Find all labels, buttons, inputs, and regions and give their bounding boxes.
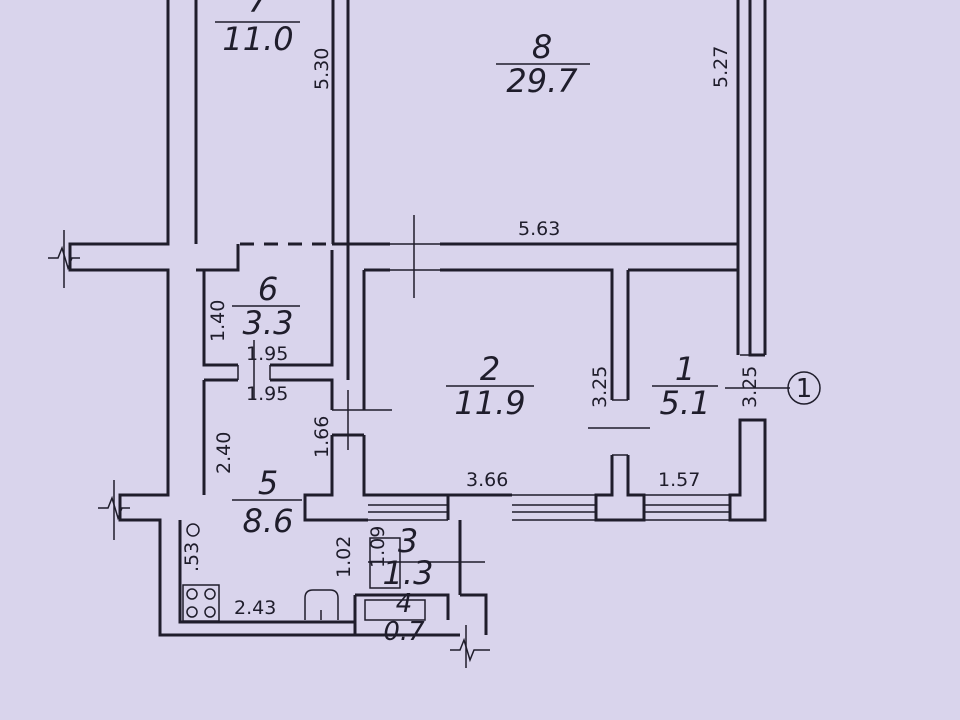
dim-room6-width: 1.95 (246, 343, 288, 365)
toilet-icon (364, 599, 426, 621)
axis-marker-circle (787, 371, 821, 405)
room-6: 6 3.3 (232, 270, 300, 342)
room-1: 1 5.1 (652, 350, 718, 422)
walls (68, 0, 767, 637)
room-area: 5.1 (660, 384, 711, 422)
bath-icon (369, 537, 401, 589)
room-7: 7 11.0 (215, 0, 300, 58)
dim-room1-height: 3.25 (739, 366, 761, 408)
dim-room5-width-top: 1.95 (246, 383, 288, 405)
axis-marker-label: 1 (796, 374, 813, 404)
dim-room2-left: 1.66 (311, 416, 333, 458)
room-3: 3 1.3 (383, 522, 434, 592)
room-number: 5 (258, 464, 278, 502)
dim-room8-width: 5.63 (518, 218, 560, 240)
room-area: 0.7 (383, 617, 425, 647)
dim-room5-width-bottom: 2.43 (234, 597, 276, 619)
room-number: 4 (396, 589, 413, 619)
room-5: 5 8.6 (232, 464, 302, 540)
room-2: 2 11.9 (446, 350, 534, 422)
pipe-icon (186, 523, 200, 537)
stove-icon (182, 584, 220, 622)
dim-room8-height: 5.27 (710, 46, 732, 88)
room-4: 4 0.7 (383, 589, 425, 647)
dim-room5-height: 2.40 (213, 432, 235, 474)
dim-room1-width: 1.57 (658, 469, 700, 491)
room-area: 8.6 (243, 502, 294, 540)
dim-room3-left: 1.02 (333, 536, 355, 578)
break-symbols (48, 230, 490, 668)
doors (237, 215, 790, 456)
room-area: 3.3 (243, 304, 294, 342)
sink-icon (304, 589, 339, 620)
room-area: 1.3 (383, 554, 434, 592)
room-number: 7 (248, 0, 269, 20)
dim-room2-width: 3.66 (466, 469, 508, 491)
dim-room2-right: 3.25 (589, 366, 611, 408)
dim-room7-height: 5.30 (311, 48, 333, 90)
dimension-labels: 5.30 5.27 5.63 1.40 1.95 1.95 1.66 3.25 … (181, 46, 761, 619)
room-number: 6 (258, 270, 278, 308)
room-number: 2 (480, 350, 500, 388)
dim-room6-height: 1.40 (207, 300, 229, 342)
room-number: 3 (398, 522, 418, 560)
room-area: 29.7 (506, 62, 578, 100)
room-area: 11.0 (222, 20, 293, 58)
room-8: 8 29.7 (496, 28, 590, 100)
room-number: 8 (532, 28, 552, 66)
dim-room5-bottom-side: .53 (181, 542, 203, 572)
dim-room3-right: 1.09 (367, 526, 389, 568)
windows (368, 494, 730, 521)
room-number: 1 (675, 350, 695, 388)
room-area: 11.9 (454, 384, 525, 422)
